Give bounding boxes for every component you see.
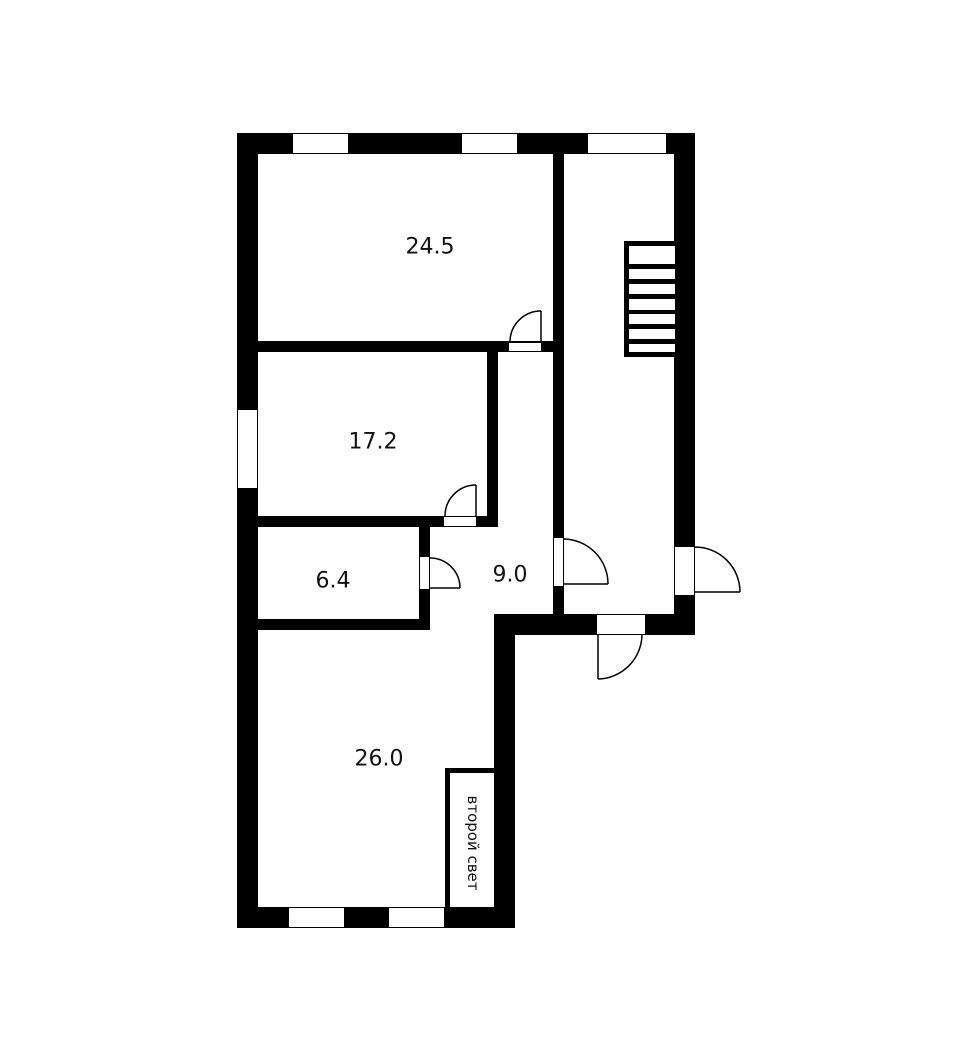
staircase-icon: [624, 241, 676, 357]
door-exterior-right-icon: [694, 546, 741, 593]
door-exterior-bottom-icon: [597, 634, 643, 680]
window-bottom-2: [388, 907, 445, 928]
door-opening-24: [508, 342, 542, 352]
room-area-24-5: 24.5: [405, 234, 455, 260]
window-left: [237, 409, 258, 489]
interior-wall-17-6: [237, 516, 498, 527]
interior-wall-6-26: [237, 619, 430, 630]
room-area-6-4: 6.4: [315, 568, 351, 594]
interior-wall-24-17: [237, 341, 559, 352]
window-bottom-1: [288, 907, 345, 928]
second-light-label: второй свет: [464, 795, 482, 891]
hall-area-9-0: 9.0: [492, 562, 528, 588]
window-top-1: [292, 133, 349, 154]
door-room-24-icon: [509, 310, 542, 343]
second-light-wall-left: [445, 768, 450, 918]
door-room-6-icon: [429, 557, 461, 589]
door-opening-stair: [553, 537, 564, 587]
second-light-wall-top: [445, 768, 505, 773]
interior-wall-stair: [553, 133, 564, 623]
room-area-26-0: 26.0: [354, 746, 404, 772]
door-opening-right: [674, 546, 695, 596]
door-stair-icon: [563, 538, 609, 585]
window-top-2: [461, 133, 518, 154]
room-area-17-2: 17.2: [348, 429, 398, 455]
door-opening-bottom: [596, 614, 646, 635]
window-top-3: [587, 133, 667, 154]
door-opening-17: [443, 516, 477, 527]
outer-wall-left: [237, 133, 258, 928]
door-opening-6: [419, 556, 430, 590]
outer-wall-right: [674, 133, 695, 635]
door-room-17-icon: [444, 484, 477, 517]
interior-wall-17-right: [487, 341, 498, 527]
